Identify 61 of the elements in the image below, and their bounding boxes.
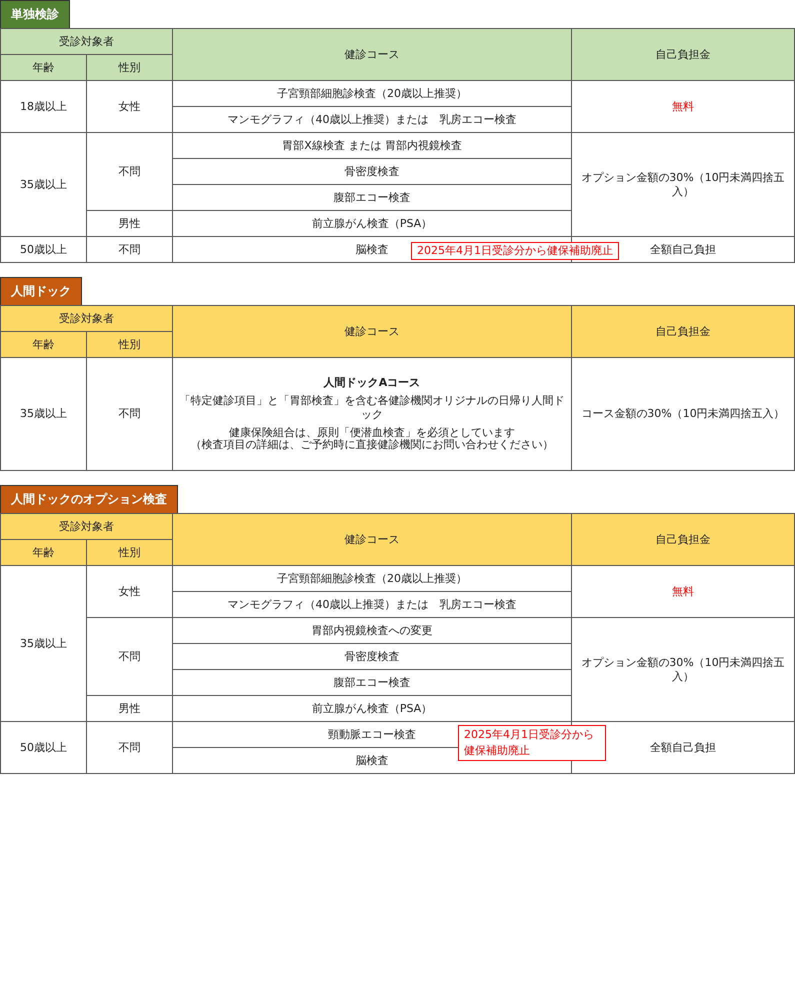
- cell-text: 不問: [118, 740, 140, 754]
- cell-text: 18歳以上: [20, 100, 67, 112]
- cell-text: 無料: [672, 100, 694, 112]
- header-label: 年齢: [32, 338, 54, 350]
- cell-text: 胃部X線検査 または 胃部内視鏡検査: [282, 138, 462, 152]
- cell-text: 脳検査: [356, 754, 388, 766]
- cell-text: オプション金額の30%（10円未満四捨五入）: [581, 170, 785, 198]
- header-label: 自己負担金: [656, 532, 710, 546]
- header-label: 健診コース: [344, 532, 400, 546]
- cell-text: 35歳以上: [20, 407, 67, 420]
- section-title-tab: 人間ドックのオプション検査: [0, 485, 178, 513]
- cell-text: 不問: [118, 164, 140, 178]
- header-label: 受診対象者: [59, 34, 114, 48]
- cell-text: 不問: [118, 407, 140, 420]
- header-label: 受診対象者: [59, 520, 114, 532]
- cell-text: 腹部エコー検査: [334, 190, 410, 204]
- cell-text: 全額自己負担: [650, 740, 716, 754]
- header-label: 健診コース: [344, 324, 400, 338]
- header-label: 性別: [118, 546, 140, 558]
- cell-text: 50歳以上: [20, 242, 67, 256]
- cell-text: 前立腺がん検査（PSA）: [312, 702, 432, 714]
- cell-text: 無料: [672, 584, 694, 598]
- header-label: 自己負担金: [656, 48, 710, 60]
- cell-text: 子宮頸部細胞診検査（20歳以上推奨）: [277, 572, 467, 584]
- header-label: 性別: [118, 60, 140, 74]
- course-description: 健康保険組合は、原則「便潜血検査」を必須としています: [228, 426, 516, 439]
- section-title-tab: 人間ドック: [0, 277, 82, 305]
- cell-text: 不問: [118, 242, 140, 256]
- cell-text: 男性: [118, 216, 140, 230]
- cell-text: 胃部内視鏡検査への変更: [312, 624, 432, 636]
- header-label: 健診コース: [344, 48, 400, 60]
- cell-text: 骨密度検査: [344, 164, 400, 178]
- cell-text: 35歳以上: [20, 636, 67, 650]
- cell-text: 頸動脈エコー検査: [328, 728, 416, 740]
- section-title-tab: 単独検診: [0, 0, 70, 28]
- cell-text: 骨密度検査: [344, 650, 400, 662]
- cell-text: 前立腺がん検査（PSA）: [312, 216, 432, 230]
- notice-label: 2025年4月1日受診分から健保補助廃止: [411, 242, 619, 260]
- cell-text: マンモグラフィ（40歳以上推奨）または 乳房エコー検査: [228, 598, 516, 610]
- header-label: 性別: [118, 338, 140, 350]
- notice-label: 2025年4月1日受診分から健保補助廃止: [458, 725, 606, 761]
- cell-text: 女性: [118, 100, 140, 112]
- cell-text: コース金額の30%（10円未満四捨五入）: [581, 407, 785, 420]
- cell-text: 50歳以上: [20, 740, 67, 754]
- cell-text: 子宮頸部細胞診検査（20歳以上推奨）: [277, 86, 467, 100]
- cell-text: 不問: [118, 650, 140, 662]
- cell-text: 35歳以上: [20, 178, 67, 190]
- cell-text: オプション金額の30%（10円未満四捨五入）: [581, 656, 785, 682]
- course-description: 「特定健診項目」と「胃部検査」を含む各健診機関オリジナルの日帰り人間ドック: [178, 394, 566, 422]
- cell-text: 男性: [118, 702, 140, 714]
- course-name: 人間ドックAコース: [322, 376, 422, 390]
- header-label: 受診対象者: [59, 312, 114, 324]
- cell-text: マンモグラフィ（40歳以上推奨）または 乳房エコー検査: [228, 112, 516, 126]
- header-label: 年齢: [32, 546, 54, 558]
- course-description: （検査項目の詳細は、ご予約時に直接健診機関にお問い合わせください）: [190, 438, 554, 452]
- cell-text: 腹部エコー検査: [334, 676, 410, 688]
- cell-text: 全額自己負担: [650, 242, 716, 256]
- cell-text: 脳検査: [356, 242, 388, 256]
- header-label: 年齢: [32, 60, 54, 74]
- cell-text: 女性: [118, 584, 140, 598]
- header-label: 自己負担金: [656, 324, 710, 338]
